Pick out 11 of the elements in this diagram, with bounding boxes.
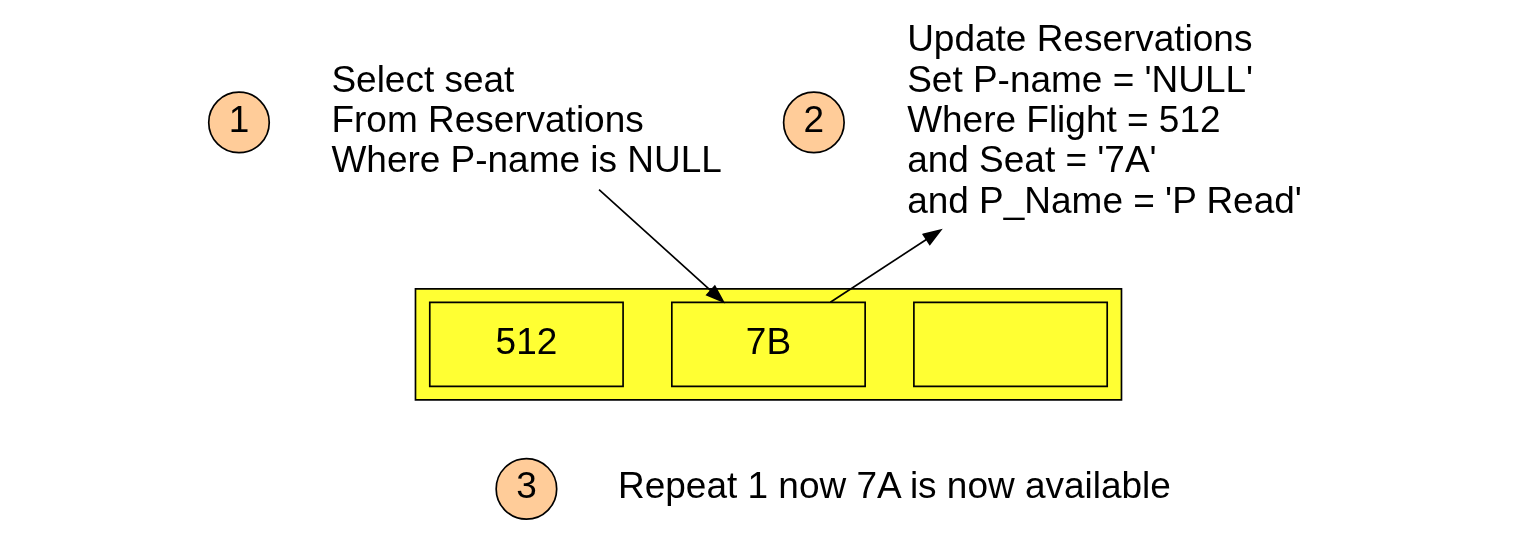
cluster <box>414 288 1122 401</box>
node-circle: 3 <box>494 457 557 520</box>
node-circle: 1 <box>207 91 270 154</box>
node-text: Select seat From Reservations Where P-name is NULL <box>330 58 722 181</box>
arrow <box>597 188 725 304</box>
node-box: 512 <box>428 301 624 388</box>
node-box <box>912 301 1108 388</box>
node-circle: 2 <box>782 91 845 154</box>
node-text: Update Reservations Set P-name = 'NULL' Where Flight = 512 and Seat = '7A' and P_Name = 'P Read' <box>906 18 1302 221</box>
node-box: 7B <box>670 301 866 388</box>
node-text: Repeat 1 now 7A is now available <box>617 465 1171 507</box>
